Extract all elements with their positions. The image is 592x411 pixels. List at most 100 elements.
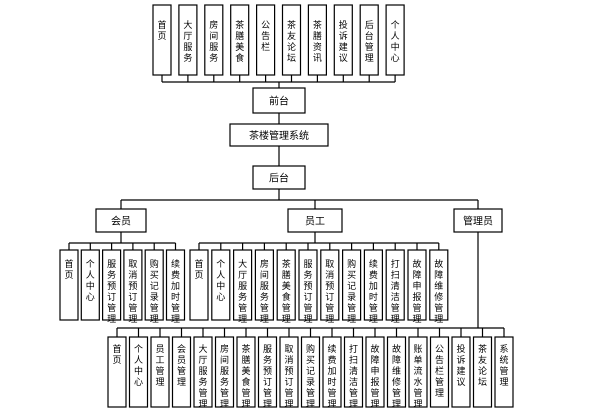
front-page-box-char: 建 (339, 41, 348, 53)
front-page-box-char: 讯 (313, 53, 322, 64)
admin-item-box-char: 障 (370, 354, 379, 366)
admin-item-box-char: 投 (456, 343, 465, 355)
front-page-box-char: 诉 (339, 30, 348, 42)
staff-item-box: 首页 (189, 249, 209, 321)
admin-item-box-char: 预 (284, 366, 293, 377)
admin-item-box-char: 单 (413, 354, 422, 366)
front-page-box-char: 茶 (313, 19, 322, 31)
admin-item-box-char: 打 (349, 343, 358, 355)
role-staff-label: 员工 (305, 216, 325, 228)
admin-item-box-char: 理 (263, 399, 272, 410)
admin-item-box-char: 理 (155, 377, 164, 388)
staff-item-box-char: 打 (391, 258, 400, 270)
member-item-box-char: 服 (107, 259, 116, 270)
admin-item-box-char: 管 (220, 387, 229, 399)
member-item-box-char: 预 (128, 281, 137, 292)
admin-item-box-char: 管 (370, 387, 379, 399)
admin-item-box-char: 心 (134, 377, 143, 388)
front-page-box-char: 管 (365, 41, 374, 53)
admin-item-box-char: 管 (198, 387, 207, 399)
front-page-box-char: 坛 (287, 53, 296, 64)
admin-item-box-char: 茶 (241, 343, 250, 355)
admin-item-box-char: 美 (241, 365, 250, 377)
staff-item-box-char: 理 (238, 314, 247, 325)
front-page-box-char: 服 (183, 42, 192, 53)
admin-item-box-char: 管 (284, 387, 293, 399)
admin-item-box-char: 茶 (478, 343, 487, 355)
admin-item-box-char: 建 (456, 365, 465, 377)
staff-item-box-char: 费 (369, 269, 378, 281)
admin-item-box-char: 管 (241, 387, 250, 399)
admin-item-box-char: 栏 (435, 365, 444, 377)
admin-item-box-char: 管 (263, 387, 272, 399)
staff-item-box-char: 取 (325, 259, 334, 270)
admin-item-box-char: 管 (177, 365, 186, 377)
admin-item-box-char: 取 (284, 344, 293, 355)
admin-item-box-char: 系 (499, 344, 508, 355)
staff-item-box-char: 理 (434, 314, 443, 325)
admin-item-box-char: 务 (198, 376, 207, 388)
front-page-box-char: 膳 (313, 30, 322, 42)
front-page-box-char: 大 (183, 19, 192, 31)
member-item-box: 首页 (59, 249, 79, 321)
staff-item-box-char: 管 (369, 302, 378, 314)
staff-item-box-char: 障 (412, 269, 421, 281)
staff-item-box-char: 障 (434, 269, 443, 281)
staff-item-box-char: 管 (238, 302, 247, 314)
staff-item-box-char: 加 (369, 281, 378, 292)
admin-item-box-char: 订 (284, 377, 293, 388)
staff-item-box-char: 心 (216, 292, 225, 303)
admin-item-box-char: 理 (392, 399, 401, 410)
staff-item-box-char: 录 (347, 292, 356, 303)
admin-item-box-char: 间 (220, 354, 229, 366)
admin-item-box-char: 流 (413, 365, 422, 377)
admin-item-box-char: 理 (499, 377, 508, 388)
admin-item-box-char: 友 (478, 354, 487, 366)
front-page-box-char: 务 (209, 52, 218, 64)
system-node: 茶楼管理系统 (229, 123, 329, 147)
admin-item-box-char: 服 (220, 366, 229, 377)
staff-item-box-char: 理 (260, 314, 269, 325)
staff-item-box-char: 理 (412, 314, 421, 325)
staff-item-box-char: 维 (434, 280, 443, 292)
front-page-box: 首页 (152, 4, 172, 76)
admin-item-box-char: 务 (220, 376, 229, 388)
staff-item-box-char: 订 (325, 292, 334, 303)
admin-item-box-char: 告 (435, 354, 444, 366)
admin-item-box-char: 管 (413, 387, 422, 399)
role-staff: 员工 (287, 208, 343, 233)
front-page-box-char: 茶 (235, 19, 244, 31)
admin-item-box-char: 人 (134, 355, 143, 366)
member-item-box-char: 管 (150, 302, 159, 314)
admin-item-box-char: 报 (370, 376, 379, 388)
staff-item-box-char: 清 (391, 280, 400, 292)
role-member: 会员 (95, 208, 147, 233)
staff-item-box-char: 务 (260, 291, 269, 303)
staff-item-box-char: 理 (303, 314, 312, 325)
member-item-box-char: 预 (107, 281, 116, 292)
staff-item-box-char: 时 (369, 291, 378, 303)
member-item-box-char: 费 (171, 269, 180, 281)
admin-item-box-char: 故 (370, 343, 379, 355)
admin-item-box-char: 论 (478, 365, 487, 377)
staff-item-box-char: 管 (325, 302, 334, 314)
admin-item-box-char: 页 (112, 355, 121, 366)
admin-item-box: 首页 (107, 336, 127, 408)
front-page-box-char: 中 (391, 41, 400, 53)
member-item-box-char: 理 (150, 314, 159, 325)
staff-item-box-char: 申 (412, 280, 421, 292)
front-page-box-char: 公 (261, 20, 270, 31)
